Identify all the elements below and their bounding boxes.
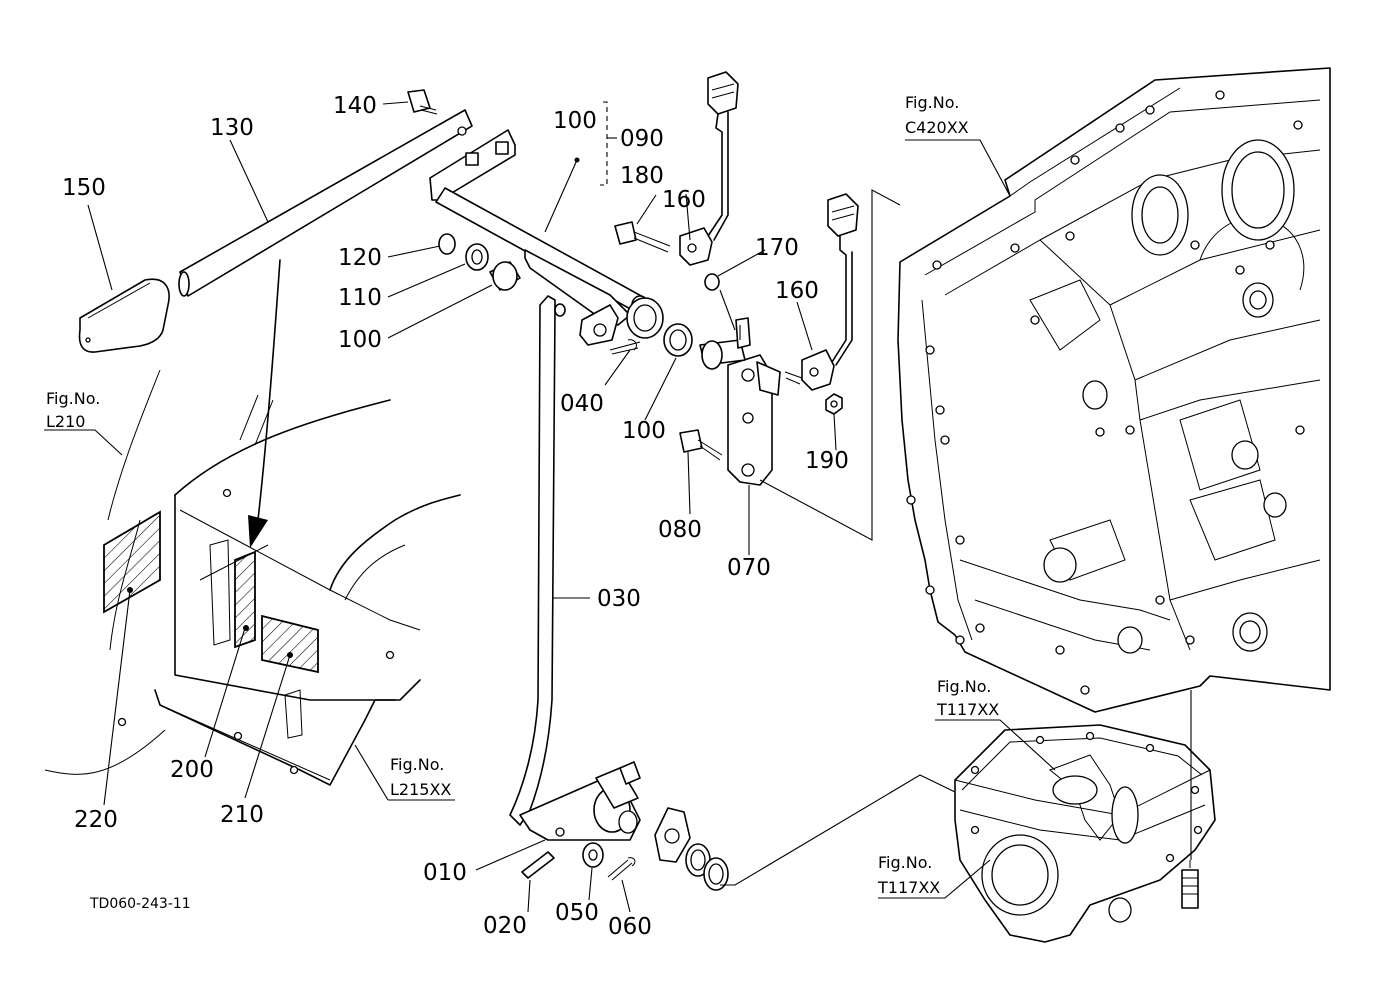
fig-ref-t117a-code: T117XX — [936, 700, 999, 719]
callout-120: 120 — [338, 245, 382, 271]
callout-050: 050 — [555, 900, 599, 926]
callout-010: 010 — [423, 860, 467, 886]
decal-200 — [234, 550, 256, 649]
callout-190: 190 — [805, 448, 849, 474]
fig-ref-c420-label: Fig.No. — [905, 93, 959, 112]
fender-panel — [44, 259, 461, 786]
fig-ref-c420-code: C420XX — [905, 118, 969, 137]
callout-040: 040 — [560, 391, 604, 417]
fig-ref-t117a-label: Fig.No. — [937, 677, 991, 696]
decal-210 — [261, 614, 319, 674]
callout-070: 070 — [727, 555, 771, 581]
drawing-code: TD060-243-11 — [89, 896, 191, 912]
callout-100-c: 100 — [622, 418, 666, 444]
shift-rod — [509, 295, 556, 826]
callout-180: 180 — [620, 163, 664, 189]
leader-lines — [44, 101, 1056, 913]
callout-060: 060 — [608, 914, 652, 940]
fig-ref-l210-label: Fig.No. — [46, 389, 100, 408]
callout-numbers: 140 130 150 120 110 100 100 090 180 160 … — [62, 93, 849, 940]
callout-150: 150 — [62, 175, 106, 201]
decal-220 — [103, 510, 161, 614]
callout-110: 110 — [338, 285, 382, 311]
callout-210: 210 — [220, 802, 264, 828]
callout-100-a: 100 — [338, 327, 382, 353]
callout-220: 220 — [74, 807, 118, 833]
lever-knob — [78, 278, 170, 353]
fig-ref-t117b-code: T117XX — [877, 878, 940, 897]
transmission-case — [897, 67, 1331, 713]
callout-200: 200 — [170, 757, 214, 783]
fig-ref-l210-code: L210 — [46, 412, 85, 431]
callout-170: 170 — [755, 235, 799, 261]
figure-references: Fig.No. C420XX Fig.No. L210 Fig.No. L215… — [46, 93, 999, 897]
callout-160-a: 160 — [662, 187, 706, 213]
fig-ref-l215-label: Fig.No. — [390, 755, 444, 774]
callout-080: 080 — [658, 517, 702, 543]
lower-housing — [954, 690, 1216, 943]
callout-090: 090 — [620, 126, 664, 152]
callout-160-b: 160 — [775, 278, 819, 304]
callout-140: 140 — [333, 93, 377, 119]
callout-130: 130 — [210, 115, 254, 141]
lever-assembly — [78, 89, 781, 891]
callout-020: 020 — [483, 913, 527, 939]
fig-ref-l215-code: L215XX — [390, 780, 451, 799]
callout-100-b: 100 — [553, 108, 597, 134]
sensors — [614, 71, 859, 415]
callout-030: 030 — [597, 586, 641, 612]
fig-ref-t117b-label: Fig.No. — [878, 853, 932, 872]
